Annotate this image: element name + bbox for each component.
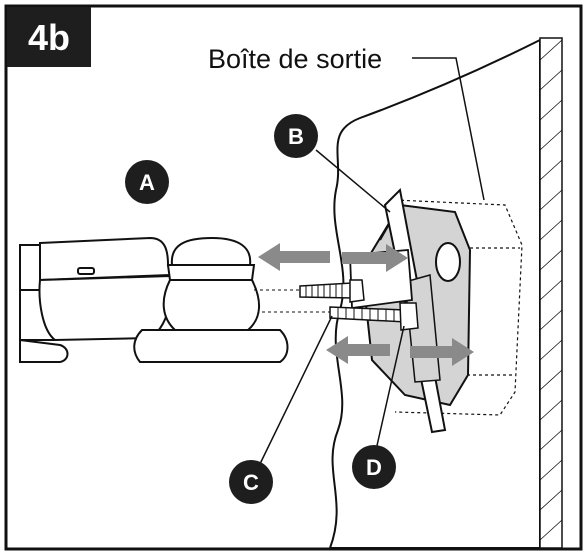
leader-lines: [257, 57, 485, 469]
marker-a-letter: A: [139, 170, 155, 195]
movement-arrow-upper: [258, 243, 408, 272]
movement-arrow-lower: [326, 336, 474, 366]
marker-c: C: [229, 460, 273, 504]
outer-frame: [4, 4, 583, 551]
marker-b: B: [274, 114, 318, 158]
marker-d: D: [352, 445, 396, 489]
step-label: 4b: [28, 17, 70, 58]
marker-c-letter: C: [243, 470, 259, 495]
marker-a: A: [125, 160, 169, 204]
marker-d-letter: D: [366, 455, 382, 480]
step-badge: 4b: [7, 7, 91, 67]
screw-d: [329, 302, 419, 331]
screw-c: [299, 279, 365, 303]
marker-b-letter: B: [288, 124, 304, 149]
outlet-box-label: Boîte de sortie: [208, 44, 382, 74]
light-fixture: [19, 236, 289, 363]
